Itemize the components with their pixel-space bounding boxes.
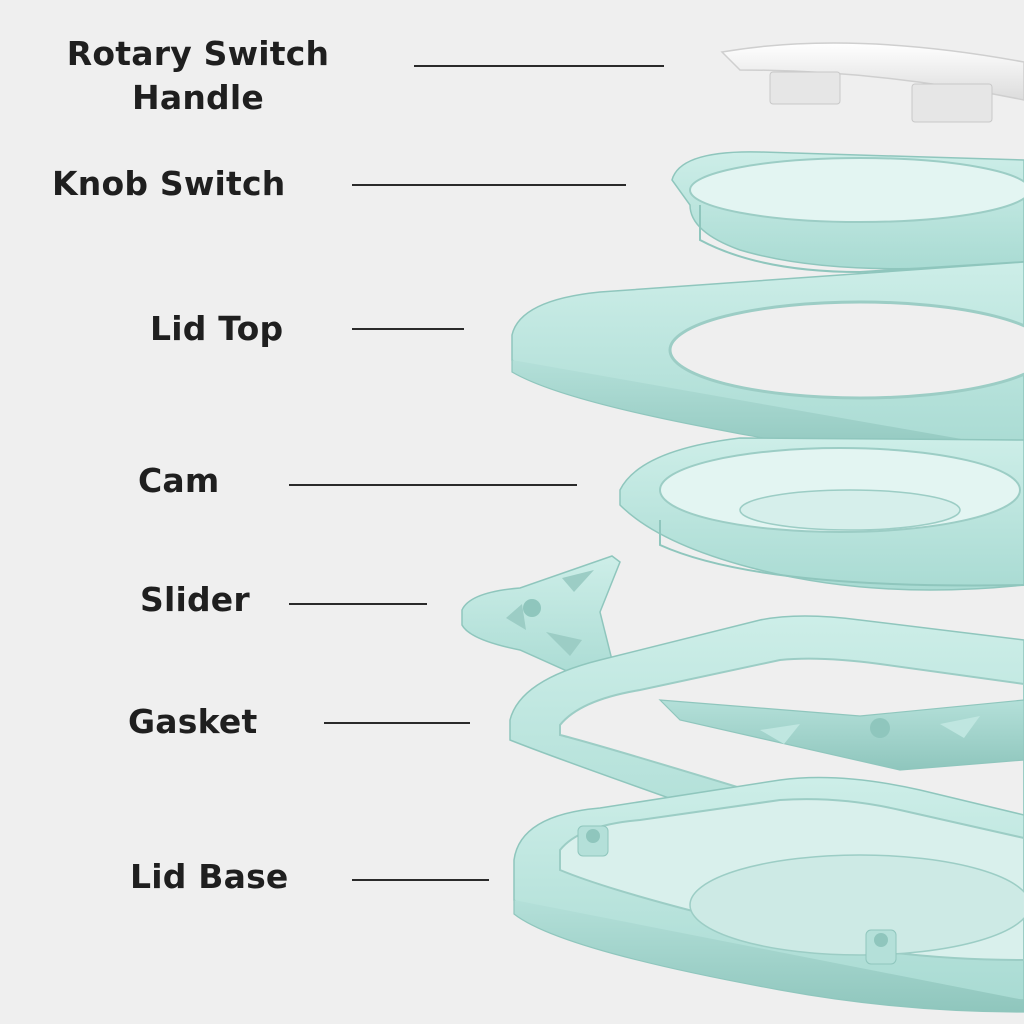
leader-line-lid-top	[352, 328, 464, 330]
label-cam: Cam	[138, 459, 238, 503]
label-gasket: Gasket	[128, 700, 278, 744]
lid-base-part	[514, 778, 1024, 1012]
leader-line-gasket	[324, 722, 470, 724]
knob-switch-part	[672, 152, 1024, 272]
leader-line-slider	[289, 603, 427, 605]
leader-line-knob-switch	[352, 184, 626, 186]
label-slider: Slider	[140, 578, 260, 622]
leader-line-cam	[289, 484, 577, 486]
lid-top-part	[512, 262, 1024, 462]
label-rotary-switch-handle: Rotary Switch Handle	[64, 32, 332, 120]
label-knob-switch: Knob Switch	[52, 162, 292, 206]
label-lid-top: Lid Top	[150, 307, 290, 351]
label-lid-base: Lid Base	[130, 855, 300, 899]
cam-part	[620, 438, 1024, 590]
rotary-switch-handle-part	[722, 43, 1024, 122]
leader-line-lid-base	[352, 879, 489, 881]
leader-line-rotary-switch-handle	[414, 65, 664, 67]
